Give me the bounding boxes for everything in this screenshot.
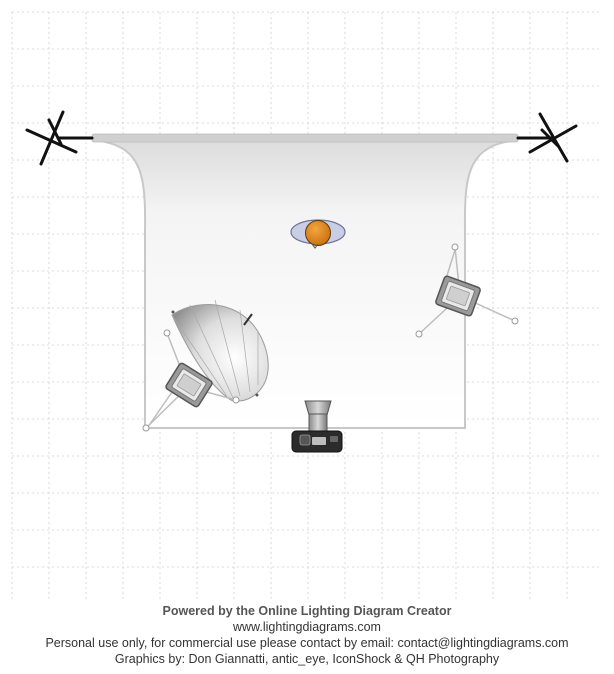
powered-by-text: Powered by the Online Lighting Diagram C…	[162, 604, 452, 618]
subject-person-icon[interactable]	[290, 219, 346, 249]
softbox-light-icon[interactable]	[415, 243, 519, 338]
usage-text: Personal use only, for commercial use pl…	[45, 636, 569, 650]
background-stand-icon[interactable]	[516, 112, 578, 163]
graphics-credit-text: Graphics by: Don Giannatti, antic_eye, I…	[114, 652, 500, 666]
umbrella-light-icon[interactable]	[171, 299, 269, 402]
softbox-light-icon[interactable]	[142, 329, 240, 432]
background-stand-icon[interactable]	[25, 110, 94, 166]
camera-icon[interactable]	[291, 400, 343, 453]
credits-block: Powered by the Online Lighting Diagram C…	[0, 603, 614, 667]
website-text: www.lightingdiagrams.com	[233, 620, 381, 634]
